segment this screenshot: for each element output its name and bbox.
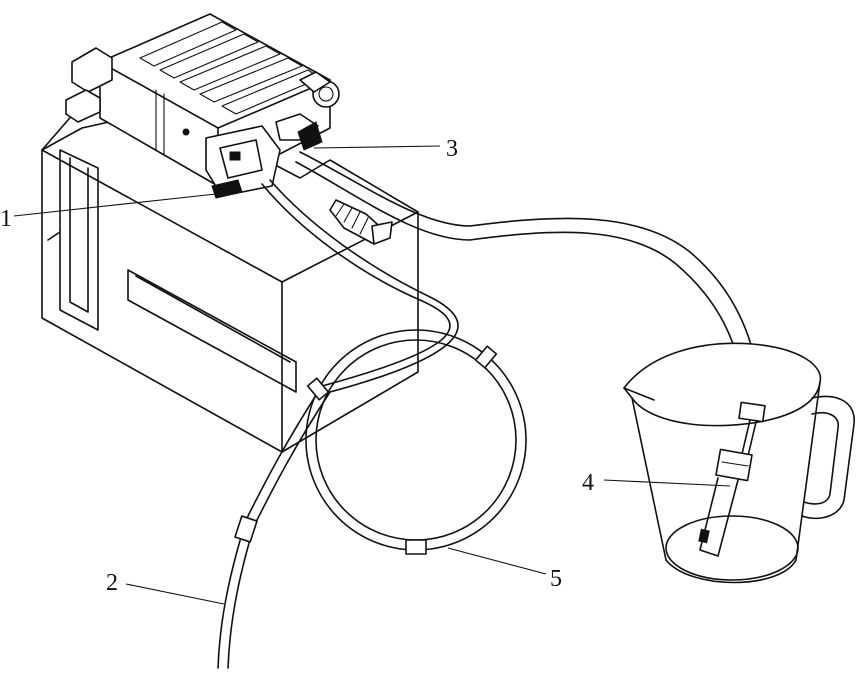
callout-2: 2 xyxy=(106,570,118,596)
supply-tube xyxy=(217,179,459,669)
fuel-tank xyxy=(41,101,419,453)
pump-unit xyxy=(65,13,340,199)
leader-5 xyxy=(447,547,547,575)
callout-4: 4 xyxy=(582,470,594,496)
measuring-jug xyxy=(623,342,855,584)
leader-4 xyxy=(603,479,731,487)
probe xyxy=(698,401,766,557)
primer-bulb xyxy=(329,199,393,245)
callout-1: 1 xyxy=(0,206,12,232)
leader-2 xyxy=(125,583,225,605)
callout-3: 3 xyxy=(446,136,458,162)
coiled-tube xyxy=(305,329,527,555)
return-hose xyxy=(295,151,763,405)
callout-5: 5 xyxy=(550,566,562,592)
leader-3 xyxy=(313,145,441,149)
leader-1 xyxy=(13,193,217,217)
